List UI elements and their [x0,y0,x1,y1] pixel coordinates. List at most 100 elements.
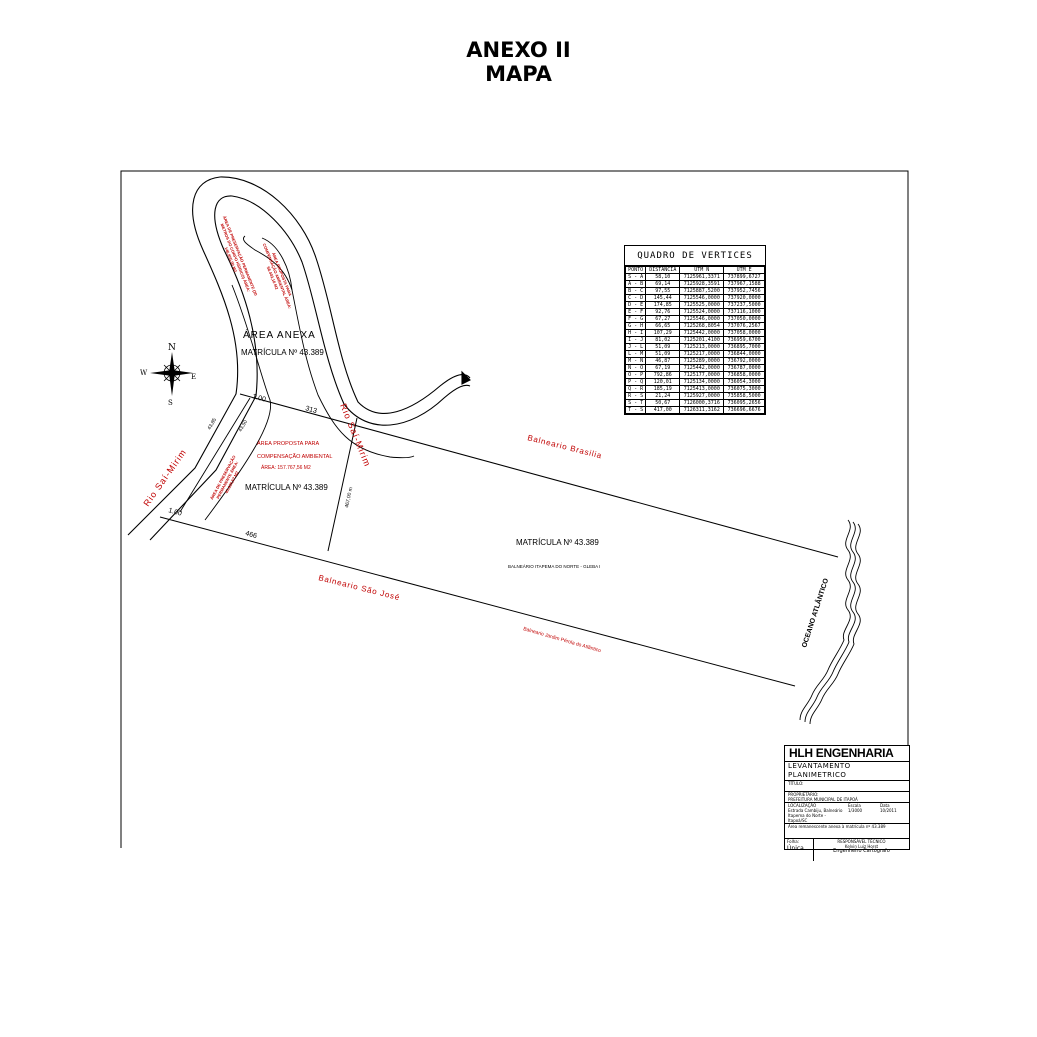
table-cell: S - A [624,273,647,281]
table-cell: 7125525,0000 [679,301,725,309]
table-cell: C - D [624,294,647,302]
sheet-label: Folha: [787,839,800,844]
compass-e: E [191,373,196,381]
sheet-value: Única [787,845,804,852]
title-block: HLH ENGENHARIA LEVANTAMENTO PLANIMETRICO… [784,745,910,861]
table-cell: P - Q [624,378,647,386]
table-cell: 7125442,0000 [679,329,725,337]
map-frame [120,170,909,848]
river-label-left: Rio Saí-Mirim [141,447,188,508]
col-utm-n: UTM N [679,266,725,274]
table-cell: 735858,5000 [723,392,765,400]
table-cell: 7125887,5200 [679,287,725,295]
table-cell: S - T [624,399,647,407]
table-cell: 97,55 [645,287,681,295]
page-subtitle: MAPA [485,62,552,86]
table-cell: 736054,3000 [723,378,765,386]
title-label: TÍTULO: [788,781,804,786]
subdivision-label: BALNEÁRIO ITAPEMA DO NORTE - GLEBA I [508,563,600,569]
proposed-mid-label-2: COMPENSAÇÃO AMBIENTAL [257,453,332,460]
table-cell: 185,19 [645,385,681,393]
dim-100-top: 1.00 [251,393,266,404]
table-cell: T - S [624,406,647,414]
ocean-coastline [799,519,861,725]
company-logo: HLH ENGENHARIA [785,746,909,762]
matricula-main-label: MATRÍCULA Nº 43.389 [516,538,599,547]
responsible-name: Kelvin Luiz Horst [844,844,879,849]
table-cell: 736787,0000 [723,364,765,372]
area-anexa-label: ÁREA ANEXA [243,328,316,341]
compass-s: S [168,399,173,407]
table-cell: 736858,0000 [723,371,765,379]
table-cell: 736075,3000 [723,385,765,393]
matricula-top-label: MATRÍCULA Nº 43.389 [241,348,324,357]
table-cell: 7125927,0000 [679,392,725,400]
date-label: Data [880,803,890,808]
table-cell: 58,10 [645,273,681,281]
balneario-brasilia-label: Balneario Brasilia [527,433,604,460]
table-cell: 792,86 [645,371,681,379]
balneario-jardim-label: Balneario Jardim Pérola do Atlântico [522,626,601,654]
table-cell: H - I [624,329,647,337]
table-cell: 7125268,8054 [679,322,725,330]
table-cell: 736095,2656 [723,399,765,407]
dim-left-2: 43,50 [238,419,250,433]
owner-value: PREFEITURA MUNICIPAL DE ITAPOÁ [788,797,858,802]
table-cell: 737116,1000 [723,308,765,316]
col-utm-e: UTM E [723,266,765,274]
dim-left-1: 43,85 [207,417,219,431]
table-cell: 69,14 [645,280,681,288]
table-cell: O - P [624,371,647,379]
table-cell: 737899,6727 [723,273,765,281]
table-cell: 736792,0000 [723,357,765,365]
table-cell: I - J [624,336,647,344]
proposed-mid-label-1: ÁREA PROPOSTA PARA [257,440,319,447]
vertices-table: QUADRO DE VERTICES PONTO DISTÂNCIA UTM N… [624,245,766,415]
table-cell: 7125413,0000 [679,385,725,393]
proposed-mid-label-3: ÁREA: 157.767,56 M2 [261,464,311,471]
drawing-title: LEVANTAMENTO PLANIMETRICO [785,762,909,781]
table-header-row: PONTO DISTÂNCIA UTM N UTM E [624,266,765,274]
responsible-label: RESPONSÁVEL TÉCNICO [837,839,886,844]
table-cell: 736959,6700 [723,336,765,344]
scale-value: 1/3000 [848,808,863,813]
table-cell: N - O [624,364,647,372]
river-label-right: Rio Saí-Mirim [338,402,373,468]
proposed-area-outline [179,235,415,521]
table-cell: 7126311,3162 [679,406,725,414]
table-cell: 174,85 [645,301,681,309]
table-cell: 7125201,4100 [679,336,725,344]
location-value: Estrada Cambiju, Balneário Itapema do No… [788,808,843,823]
table-cell: 737920,0000 [723,294,765,302]
note: Área remanescente anexa à matrícula nº 4… [788,824,886,829]
table-cell: R - S [624,392,647,400]
table-cell: 737050,0000 [723,315,765,323]
table-cell: M - N [624,357,647,365]
table-cell: L - M [624,350,647,358]
ocean-label: OCEANO ATLÂNTICO [799,577,830,649]
compass-n: N [168,343,176,353]
table-cell: J - L [624,343,647,351]
responsible-role: Engenheiro Cartógrafo [833,848,890,854]
table-cell: D - E [624,301,647,309]
table-cell: 7125177,0000 [679,371,725,379]
date-value: 10/2011 [880,808,897,813]
location-label: LOCALIZAÇÃO [788,803,817,808]
table-cell: 737967,1588 [723,280,765,288]
table-cell: 7125213,0000 [679,343,725,351]
page-title: ANEXO II [466,38,571,62]
table-cell: 46,87 [645,357,681,365]
table-cell: 7125546,0000 [679,294,725,302]
table-cell: 51,09 [645,343,681,351]
